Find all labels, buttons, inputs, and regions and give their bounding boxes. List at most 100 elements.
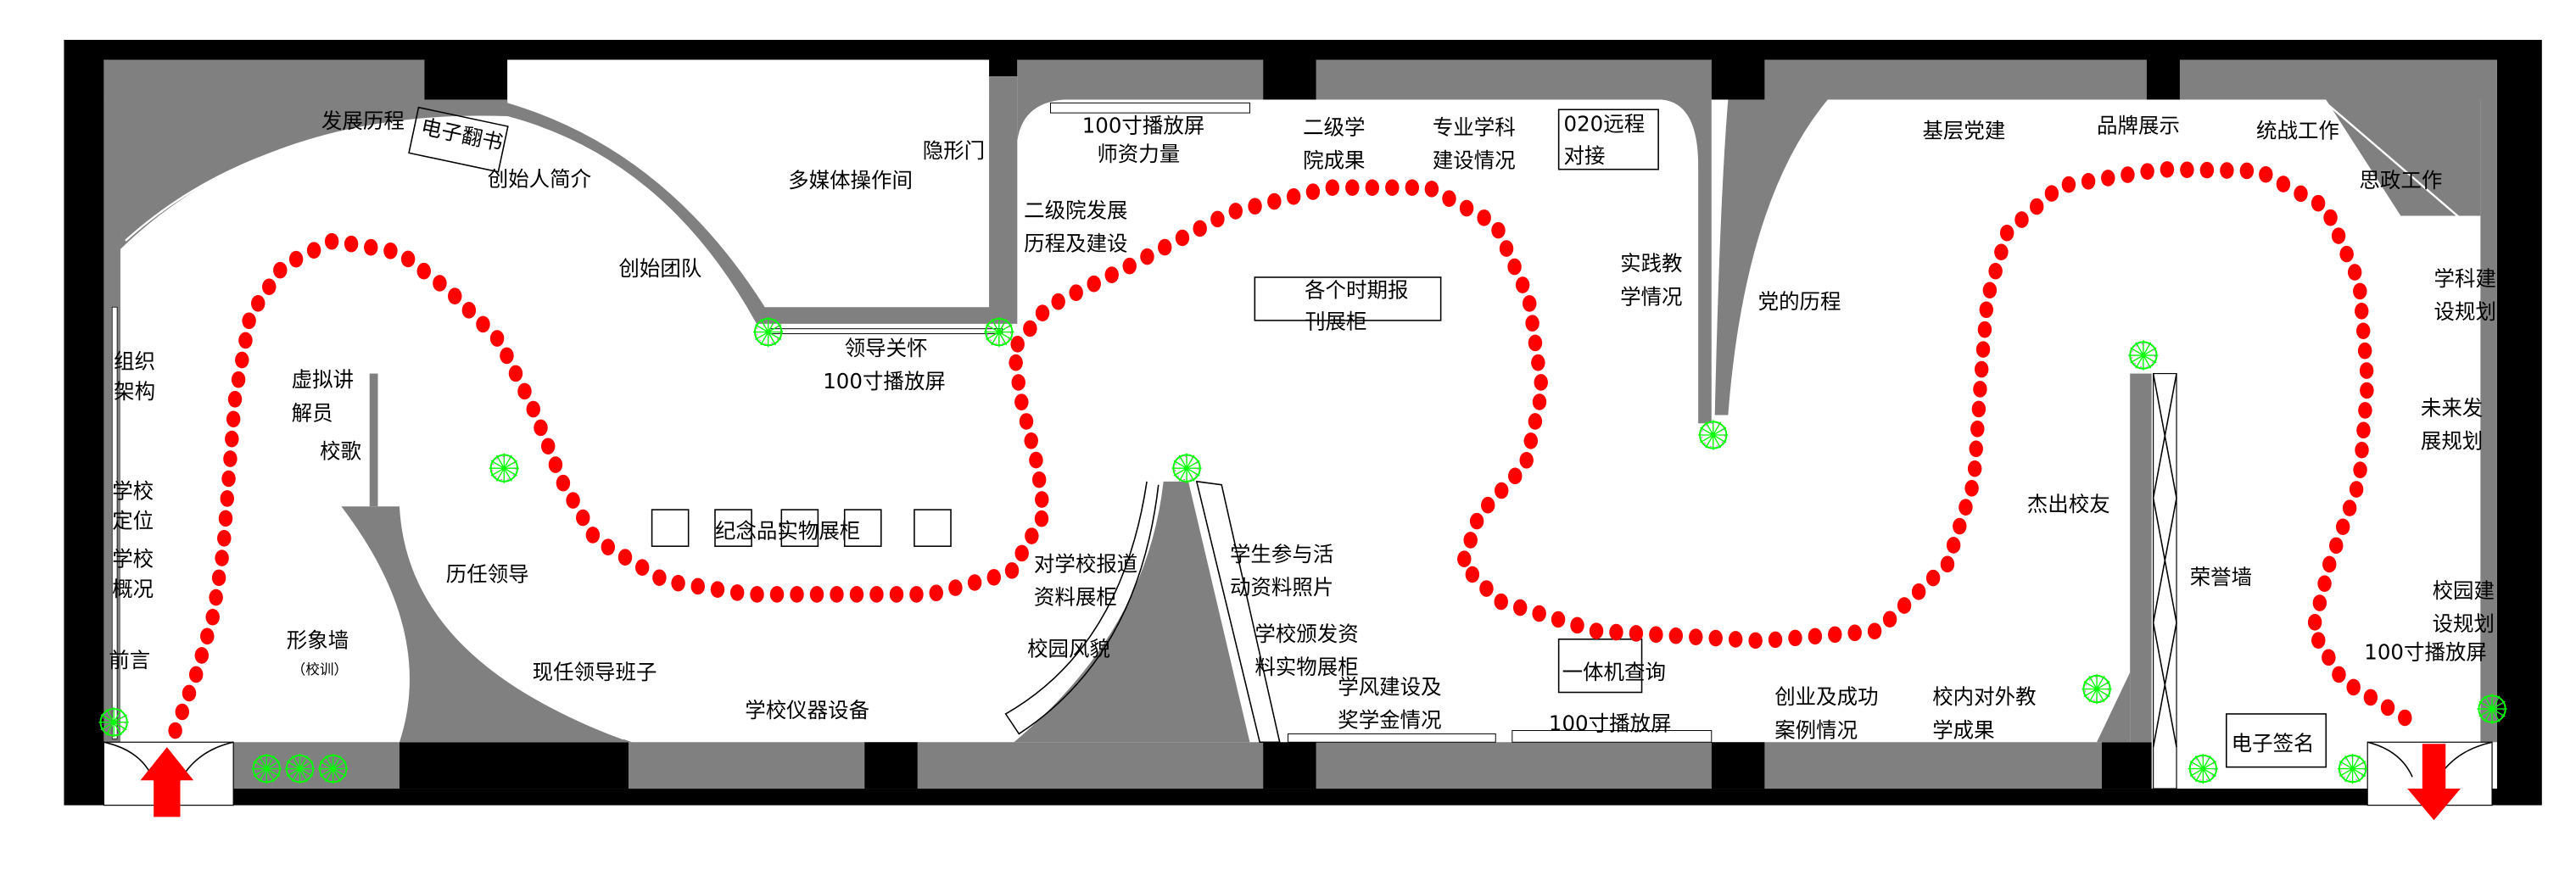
label: 师资力量	[1097, 142, 1180, 166]
label: 创始人简介	[488, 166, 591, 191]
route-dot	[235, 351, 249, 369]
route-dot	[2044, 185, 2059, 202]
route-dot	[2259, 165, 2273, 183]
label: 领导关怀	[845, 336, 928, 360]
route-dot	[1975, 341, 1991, 358]
route-dot	[306, 242, 321, 259]
route-dot	[1175, 229, 1190, 247]
route-dot	[1157, 238, 1172, 256]
route-dot	[1897, 597, 1912, 614]
route-dot	[1528, 413, 1543, 430]
route-dot	[1193, 220, 1207, 237]
route-dot	[601, 538, 616, 555]
route-dot	[1248, 198, 1262, 215]
route-dot	[2358, 402, 2372, 419]
route-dot	[1973, 381, 1987, 398]
route-dot	[1023, 320, 1037, 337]
route-dot	[400, 250, 416, 268]
route-dot	[175, 703, 190, 721]
route-dot	[1122, 257, 1137, 275]
route-dot	[1512, 599, 1528, 616]
route-dot	[1528, 334, 1543, 352]
route-dot	[218, 510, 233, 527]
route-dot	[769, 586, 785, 603]
route-dot	[182, 684, 197, 702]
route-dot	[548, 456, 563, 473]
route-dot	[2061, 176, 2076, 193]
route-dot	[585, 527, 601, 544]
route-dot	[1959, 499, 1973, 516]
route-dot	[1977, 321, 1992, 338]
route-dot	[1988, 262, 2003, 280]
route-dot	[1286, 188, 1301, 205]
label: 专业学科	[1433, 115, 1516, 140]
route-dot	[1768, 631, 1783, 649]
label: 创始团队	[618, 256, 701, 281]
plant-icon	[489, 453, 519, 483]
route-dot	[1228, 203, 1243, 220]
curved-wall-party	[1714, 99, 1828, 415]
route-dot	[2029, 198, 2044, 215]
route-dot	[1867, 622, 1882, 640]
label: 历任领导	[446, 561, 529, 586]
partition-wall	[2130, 373, 2152, 743]
label: 现任领导班子	[533, 660, 657, 684]
label: 100寸播放屏	[1549, 711, 1672, 736]
route-dot	[324, 232, 339, 250]
route-dot	[1010, 336, 1025, 353]
route-dot	[2322, 649, 2336, 666]
route-dot	[383, 242, 398, 259]
route-dot	[416, 262, 431, 280]
route-dot	[710, 581, 725, 598]
route-dot	[220, 490, 235, 507]
route-dot	[1031, 471, 1047, 488]
screen-100inch	[1050, 102, 1250, 114]
route-dot	[2312, 594, 2327, 611]
route-dot	[1967, 460, 1982, 477]
route-dot	[364, 238, 378, 256]
route-dot	[242, 312, 256, 330]
plant-icon	[98, 707, 129, 738]
label: 奖学金情况	[1338, 708, 1441, 733]
route-dot	[226, 410, 241, 428]
route-dot	[227, 391, 243, 408]
route-dot	[433, 275, 447, 292]
route-dot	[2339, 245, 2354, 263]
spike-wall	[1014, 481, 1250, 743]
route-dot	[1035, 304, 1050, 321]
route-dot	[1491, 221, 1506, 239]
chamfer-wall	[2326, 99, 2481, 216]
route-dot	[1828, 626, 1842, 644]
route-dot	[1994, 243, 2009, 261]
route-dot	[948, 579, 963, 596]
route-dot	[1051, 293, 1065, 310]
route-dot	[1689, 628, 1703, 645]
plant-icon	[984, 316, 1014, 348]
route-dot	[2331, 227, 2346, 244]
route-dot	[2317, 575, 2332, 593]
route-dot	[2353, 282, 2367, 300]
route-dot	[1499, 240, 1514, 257]
label: 院成果	[1303, 148, 1365, 173]
route-dot	[1964, 480, 1979, 497]
route-dot	[2180, 161, 2194, 179]
route-dot	[476, 315, 490, 333]
route-dot	[2329, 537, 2344, 555]
route-dot	[344, 235, 359, 253]
label: 纪念品实物展柜	[715, 518, 860, 543]
label: 学校仪器设备	[745, 698, 869, 722]
label: 荣誉墙	[2190, 565, 2252, 589]
image-wall	[341, 506, 633, 743]
route-dot	[231, 371, 246, 388]
route-dot	[1480, 496, 1495, 514]
route-dot	[1477, 209, 1491, 226]
route-dot	[1495, 482, 1509, 499]
route-dot	[986, 569, 1002, 586]
route-dot	[209, 588, 223, 606]
route-dot	[1014, 544, 1029, 562]
route-dot	[2355, 322, 2371, 340]
route-dot	[1970, 421, 1985, 438]
route-dot	[508, 365, 523, 382]
route-dot	[2363, 689, 2378, 706]
route-dot	[1019, 413, 1034, 430]
